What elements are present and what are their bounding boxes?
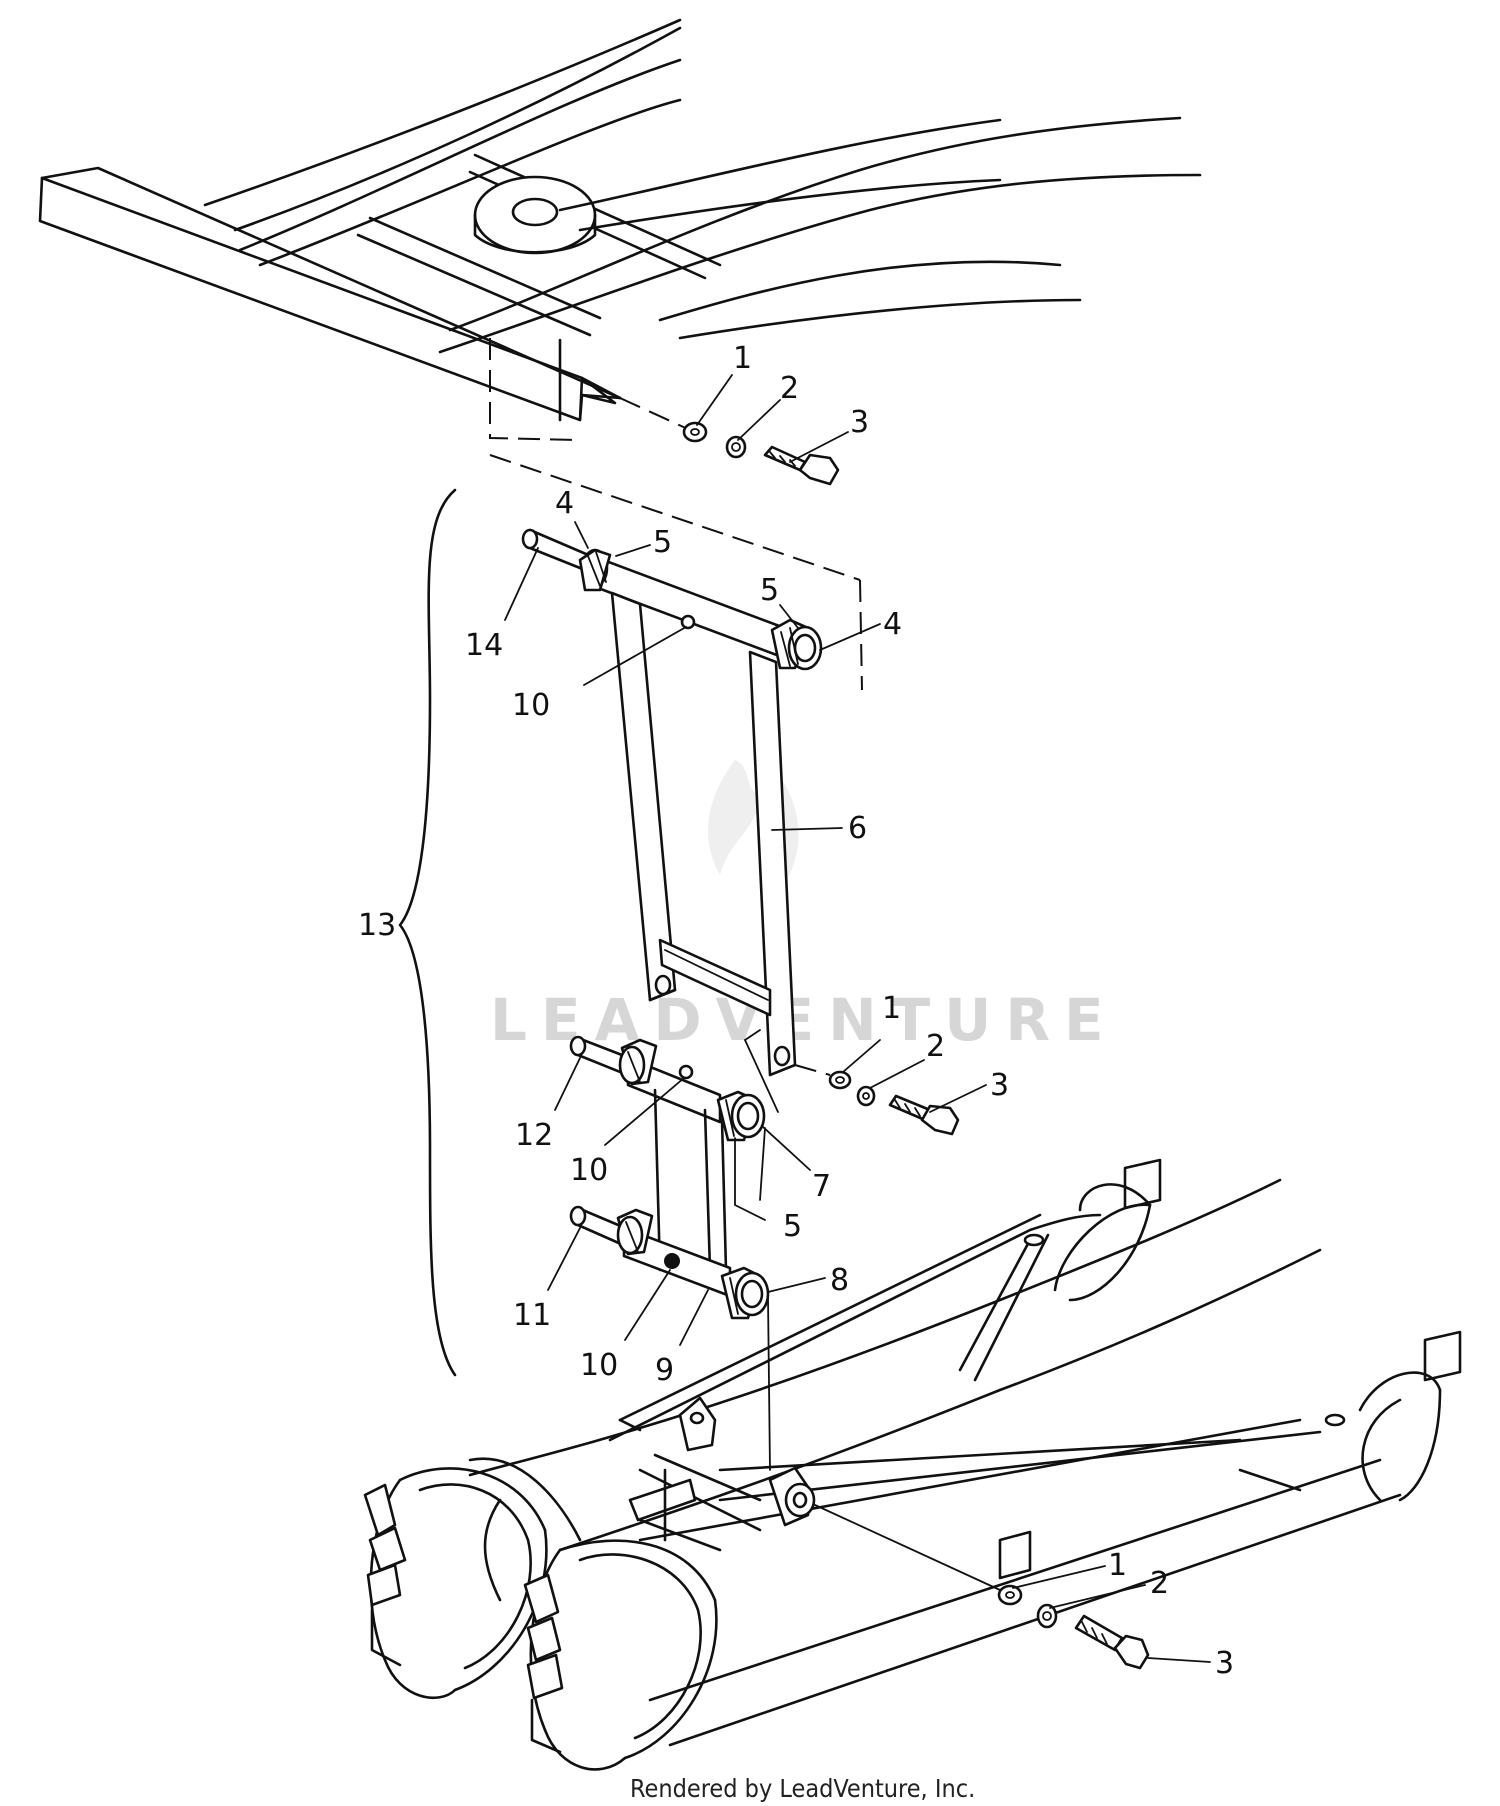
callout-7: 7 xyxy=(812,1169,831,1204)
upper-frame xyxy=(38,18,1202,691)
callout-13: 13 xyxy=(358,908,396,943)
link-assembly xyxy=(398,488,823,1471)
lower-hardware xyxy=(814,1504,1150,1670)
leader-lines xyxy=(504,374,1211,1663)
callout-5: 5 xyxy=(783,1209,802,1244)
swing-arm-frame xyxy=(363,1158,1462,1771)
callout-4: 4 xyxy=(883,607,902,642)
callout-6: 6 xyxy=(848,811,867,846)
callout-5: 5 xyxy=(760,573,779,608)
callout-14: 14 xyxy=(465,628,503,663)
callout-1: 1 xyxy=(733,341,752,376)
footer-credit: Rendered by LeadVenture, Inc. xyxy=(630,1774,975,1803)
upper-hardware xyxy=(682,421,840,486)
callout-3: 3 xyxy=(990,1068,1009,1103)
callouts: 1 2 3 4 5 5 4 14 10 6 13 1 2 3 12 10 7 5… xyxy=(358,341,1234,1681)
callout-1: 1 xyxy=(882,991,901,1026)
callout-5: 5 xyxy=(653,525,672,560)
callout-10: 10 xyxy=(512,688,550,723)
middle-hardware xyxy=(794,1064,960,1136)
callout-10: 10 xyxy=(580,1348,618,1383)
callout-8: 8 xyxy=(830,1263,849,1298)
callout-2: 2 xyxy=(926,1029,945,1064)
callout-10: 10 xyxy=(570,1153,608,1188)
callout-4: 4 xyxy=(555,486,574,521)
callout-2: 2 xyxy=(780,371,799,406)
callout-11: 11 xyxy=(513,1298,551,1333)
callout-3: 3 xyxy=(1215,1646,1234,1681)
callout-12: 12 xyxy=(515,1118,553,1153)
callout-9: 9 xyxy=(655,1353,674,1388)
callout-1: 1 xyxy=(1108,1548,1127,1583)
callout-3: 3 xyxy=(850,405,869,440)
callout-2: 2 xyxy=(1150,1566,1169,1601)
